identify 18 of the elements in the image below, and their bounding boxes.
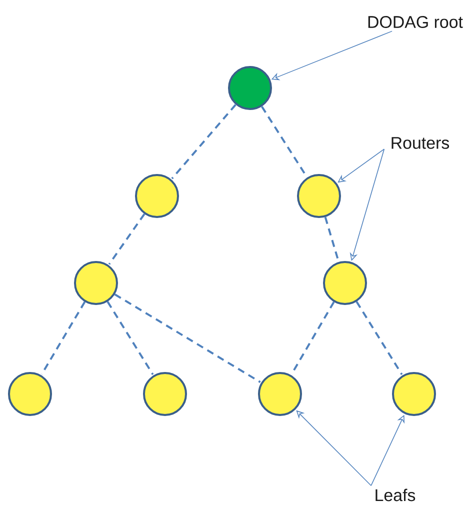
tree-link: [356, 301, 403, 375]
tree-link: [106, 301, 154, 375]
node-label: Leafs: [376, 488, 416, 502]
node-circle: [392, 372, 436, 416]
node-label: Routers: [392, 137, 450, 149]
node-circle: [258, 372, 302, 416]
node-circle: [74, 261, 118, 305]
tree-link: [108, 213, 146, 265]
node-circle: [135, 174, 179, 218]
node-circle: [323, 261, 367, 305]
node-circle: [228, 66, 272, 110]
node-circle: [8, 372, 52, 416]
node-label: DODAG root: [368, 16, 463, 28]
tree-link: [114, 294, 261, 383]
node-circle: [143, 372, 187, 416]
tree-link: [324, 216, 340, 262]
tree-link: [171, 104, 236, 180]
node-circle: [297, 174, 341, 218]
